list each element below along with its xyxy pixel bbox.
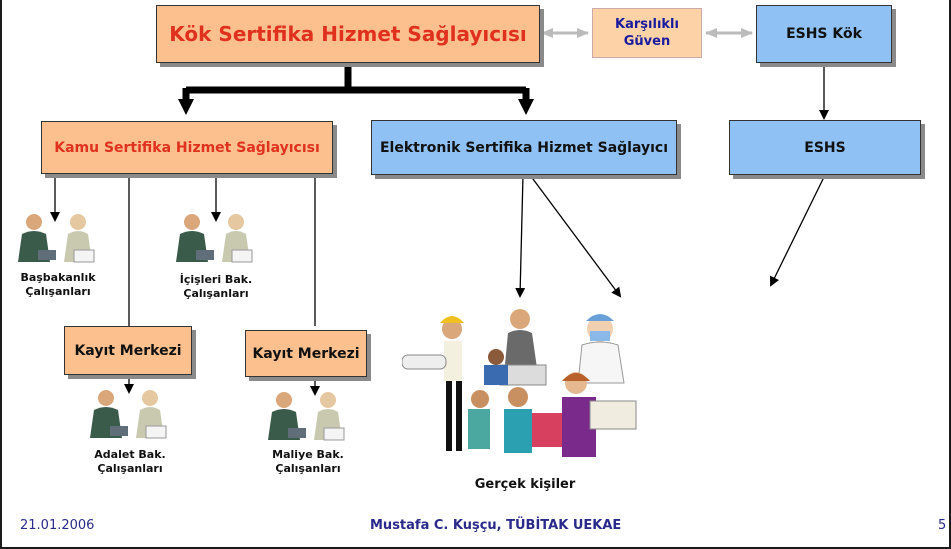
frame-right-border <box>949 0 951 549</box>
root-ca-label: Kök Sertifika Hizmet Sağlayıcısı <box>169 22 527 46</box>
employee-clipart-finance <box>268 392 345 441</box>
finance-employees-line2: Çalışanları <box>275 462 341 475</box>
pm-employees-line2: Çalışanları <box>25 285 91 298</box>
registration-center-1-label: Kayıt Merkezi <box>74 342 182 359</box>
woman-papers-icon <box>562 372 637 457</box>
woman-figure-icon <box>136 390 167 439</box>
arrow-real-2 <box>529 174 622 298</box>
interior-employees-label: İçişleri Bak. Çalışanları <box>172 273 260 301</box>
electronic-csp-box: Elektronik Sertifika Hizmet Sağlayıcı <box>371 120 677 175</box>
woman-crafts-icon <box>504 387 572 453</box>
man-figure-icon <box>18 214 56 262</box>
root-ca-box: Kök Sertifika Hizmet Sağlayıcısı <box>156 5 540 63</box>
eshs-label: ESHS <box>804 139 846 156</box>
man-figure-icon <box>90 390 128 438</box>
footer-author: Mustafa C. Kuşçu, TÜBİTAK UEKAE <box>370 518 622 533</box>
justice-employees-line2: Çalışanları <box>97 462 163 475</box>
justice-employees-label: Adalet Bak. Çalışanları <box>86 448 174 476</box>
real-persons-clipart <box>402 309 637 457</box>
eshs-root-box: ESHS Kök <box>756 5 892 63</box>
woman-figure-icon <box>64 214 95 263</box>
arrow-real-1 <box>515 174 526 298</box>
businessman-icon <box>499 309 547 386</box>
registration-center-1-box: Kayıt Merkezi <box>64 326 192 375</box>
footer-page-number: 5 <box>938 518 947 533</box>
finance-employees-line1: Maliye Bak. <box>272 448 344 461</box>
pm-employees-label: Başbakanlık Çalışanları <box>16 271 100 299</box>
electronic-csp-label: Elektronik Sertifika Hizmet Sağlayıcı <box>379 139 669 156</box>
mutual-trust-box: Karşılıklı Güven <box>592 8 702 58</box>
man-figure-icon <box>176 214 214 262</box>
eshs-box: ESHS <box>729 120 921 175</box>
registration-center-2-box: Kayıt Merkezi <box>245 330 367 377</box>
worker-hardhat-icon <box>402 316 464 451</box>
employee-clipart-justice <box>90 390 167 439</box>
interior-employees-line1: İçişleri Bak. <box>179 273 253 286</box>
woman-figure-icon <box>314 392 345 441</box>
public-csp-label: Kamu Sertifika Hizmet Sağlayıcısı <box>54 139 320 156</box>
man-figure-icon <box>268 392 306 440</box>
woman-figure-icon <box>222 214 253 263</box>
justice-employees-line1: Adalet Bak. <box>94 448 166 461</box>
student-icon <box>484 349 508 385</box>
mutual-trust-label: Karşılıklı Güven <box>615 17 679 49</box>
doctor-icon <box>577 314 625 384</box>
real-persons-label: Gerçek kişiler <box>474 477 576 492</box>
employee-clipart-pm <box>18 214 95 263</box>
eshs-root-label: ESHS Kök <box>786 26 862 42</box>
pm-employees-line1: Başbakanlık <box>20 271 96 284</box>
interior-employees-line2: Çalışanları <box>183 287 249 300</box>
nurse-icon <box>468 390 490 449</box>
frame-bottom-border <box>0 547 951 549</box>
finance-employees-label: Maliye Bak. Çalışanları <box>264 448 352 476</box>
employee-clipart-interior <box>176 214 253 263</box>
frame-left-border <box>0 0 2 549</box>
footer-date: 21.01.2006 <box>20 518 95 533</box>
arrow-eshs <box>770 174 826 287</box>
public-csp-box: Kamu Sertifika Hizmet Sağlayıcısı <box>41 121 333 174</box>
registration-center-2-label: Kayıt Merkezi <box>252 345 360 362</box>
